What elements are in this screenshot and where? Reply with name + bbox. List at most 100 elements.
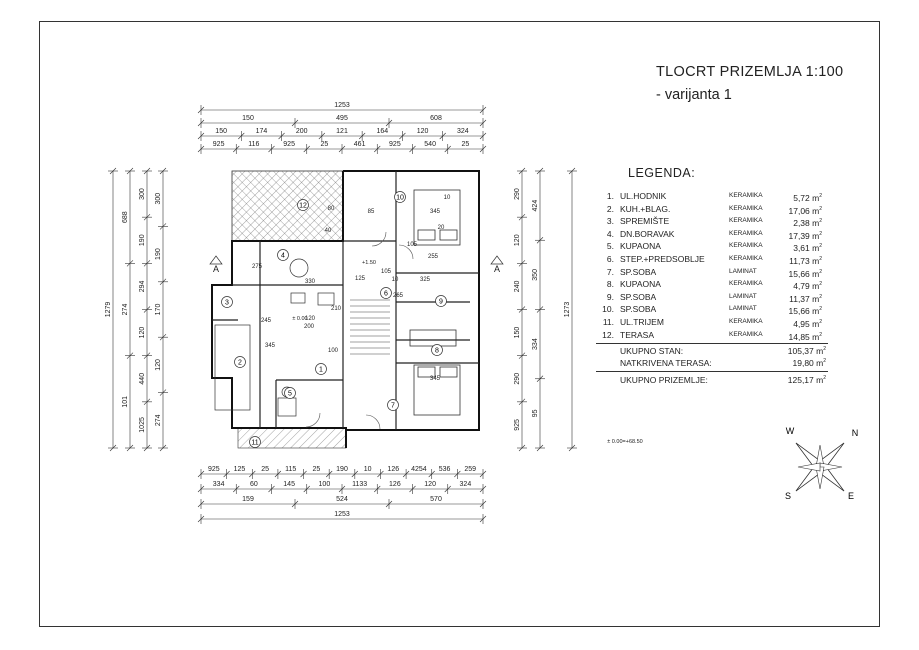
dimension-label: 540: [424, 141, 436, 148]
interior-dimension: 255: [428, 254, 439, 260]
dimension-label: 170: [155, 304, 162, 316]
legend-area-cell: 17,06 m2: [789, 203, 823, 217]
area-unit-exponent: 2: [819, 318, 822, 325]
dimension-label: 524: [336, 496, 348, 503]
section-arrow: [209, 255, 223, 265]
dimension-label: 120: [417, 128, 429, 135]
dimension-label: 259: [464, 466, 476, 473]
interior-dimension: 100: [328, 348, 339, 354]
legend-material: KERAMIKA: [729, 217, 763, 225]
section-mark: A: [494, 264, 500, 274]
dimension-label: 10: [364, 466, 372, 473]
legend-material: LAMINAT: [729, 292, 757, 300]
dimension-label: 925: [213, 141, 225, 148]
dimension-label: 4254: [411, 466, 427, 473]
interior-dimension: 345: [430, 376, 441, 382]
legend-material: KERAMIKA: [729, 229, 763, 237]
interior-dimension: 125: [355, 276, 366, 282]
legend-number: 12.: [602, 329, 614, 340]
dimension-label: 461: [354, 141, 366, 148]
dimension-lines: [108, 105, 577, 524]
dimension-label: 240: [514, 280, 521, 292]
room-number-circle: [380, 287, 392, 299]
interior-dimension: 105: [381, 269, 392, 275]
legend-material: KERAMIKA: [729, 330, 763, 338]
dimension-label: 126: [389, 481, 401, 488]
dimension-label: 159: [242, 496, 254, 503]
total-value-text: 105,37 m: [787, 346, 824, 356]
legend-room-name: DN.BORAVAK: [620, 228, 675, 239]
drawing-subtitle: - varijanta 1: [656, 87, 732, 103]
area-unit-exponent: 2: [819, 268, 822, 275]
legend-room-name: SP.SOBA: [620, 266, 657, 277]
dimension-label: 190: [155, 248, 162, 260]
legend-area: 4,79 m: [793, 280, 820, 291]
total-label: UKUPNO PRIZEMLJE:: [620, 375, 708, 385]
legend-area-cell: 11,37 m2: [789, 291, 822, 305]
area-unit-exponent: 2: [819, 281, 822, 288]
interior-dimension: 345: [430, 209, 441, 215]
room-number-circle: [435, 295, 447, 307]
compass-minor-point: [797, 462, 821, 472]
drawing-title: TLOCRT PRIZEMLJA 1:100: [656, 64, 844, 80]
legend-room-name: SP.SOBA: [620, 291, 657, 302]
legend-area-cell: 14,85 m2: [789, 329, 823, 343]
legend-area-cell: 4,95 m2: [793, 316, 822, 330]
dimension-label: 440: [139, 373, 146, 385]
legend-material: KERAMIKA: [729, 254, 763, 262]
dimension-label: 495: [336, 115, 348, 122]
legend-area: 2,38 m: [793, 218, 820, 229]
legend-material: KERAMIKA: [729, 192, 763, 199]
dimension-label: 1253: [334, 102, 350, 109]
dimension-label: 145: [283, 481, 295, 488]
total-value: 105,37 m2: [788, 346, 826, 356]
legend-area-cell: 15,66 m2: [789, 266, 823, 280]
legend-area: 17,06 m: [788, 205, 820, 216]
room-number: 12: [299, 203, 307, 210]
legend-number: 3.: [606, 216, 614, 227]
legend-area: 5,72 m: [793, 192, 820, 203]
legend-area: 15,66 m: [788, 306, 820, 317]
compass-letter: W: [786, 426, 795, 436]
dimension-label: 324: [460, 481, 472, 488]
room-number: 3: [225, 300, 229, 307]
dimension-label: 324: [457, 128, 469, 135]
outer-walls: [211, 170, 480, 448]
legend-room-name: SP.SOBA: [620, 304, 657, 315]
sheet-border: [39, 21, 880, 627]
compass-letter: N: [852, 428, 859, 438]
legend-room-name: KUPAONA: [620, 241, 661, 252]
area-unit-exponent: 2: [823, 358, 826, 365]
interior-dimension: 210: [331, 306, 342, 312]
area-unit-exponent: 2: [819, 230, 822, 237]
dimension-label: 274: [155, 414, 162, 426]
dimension-label: 120: [155, 359, 162, 371]
legend-room-name: STEP.+PREDSOBLJE: [620, 253, 705, 264]
dimension-label: 60: [250, 481, 258, 488]
total-row: NATKRIVENA TERASA:19,80 m2: [620, 358, 826, 368]
legend-room-name: KUPAONA: [620, 279, 661, 290]
stair-lines: [350, 299, 390, 355]
dimension-label: 101: [122, 396, 129, 408]
dimension-label: 25: [320, 141, 328, 148]
dimension-label: 424: [532, 200, 539, 212]
area-unit-exponent: 2: [819, 293, 822, 300]
area-unit-exponent: 2: [819, 218, 822, 225]
dimension-label: 164: [376, 128, 388, 135]
section-arrow: [490, 255, 504, 265]
dimension-label: 25: [312, 466, 320, 473]
dimension-label: 300: [139, 188, 146, 200]
section-mark: A: [213, 264, 219, 274]
legend-area: 3,61 m: [793, 243, 820, 254]
level-label: ± 0.00=+68.50: [607, 439, 642, 445]
dimension-label: 334: [213, 481, 225, 488]
legend-area-cell: 17,39 m2: [789, 228, 823, 242]
legend-number: 6.: [606, 253, 614, 264]
dimension-label: 1273: [564, 302, 571, 318]
